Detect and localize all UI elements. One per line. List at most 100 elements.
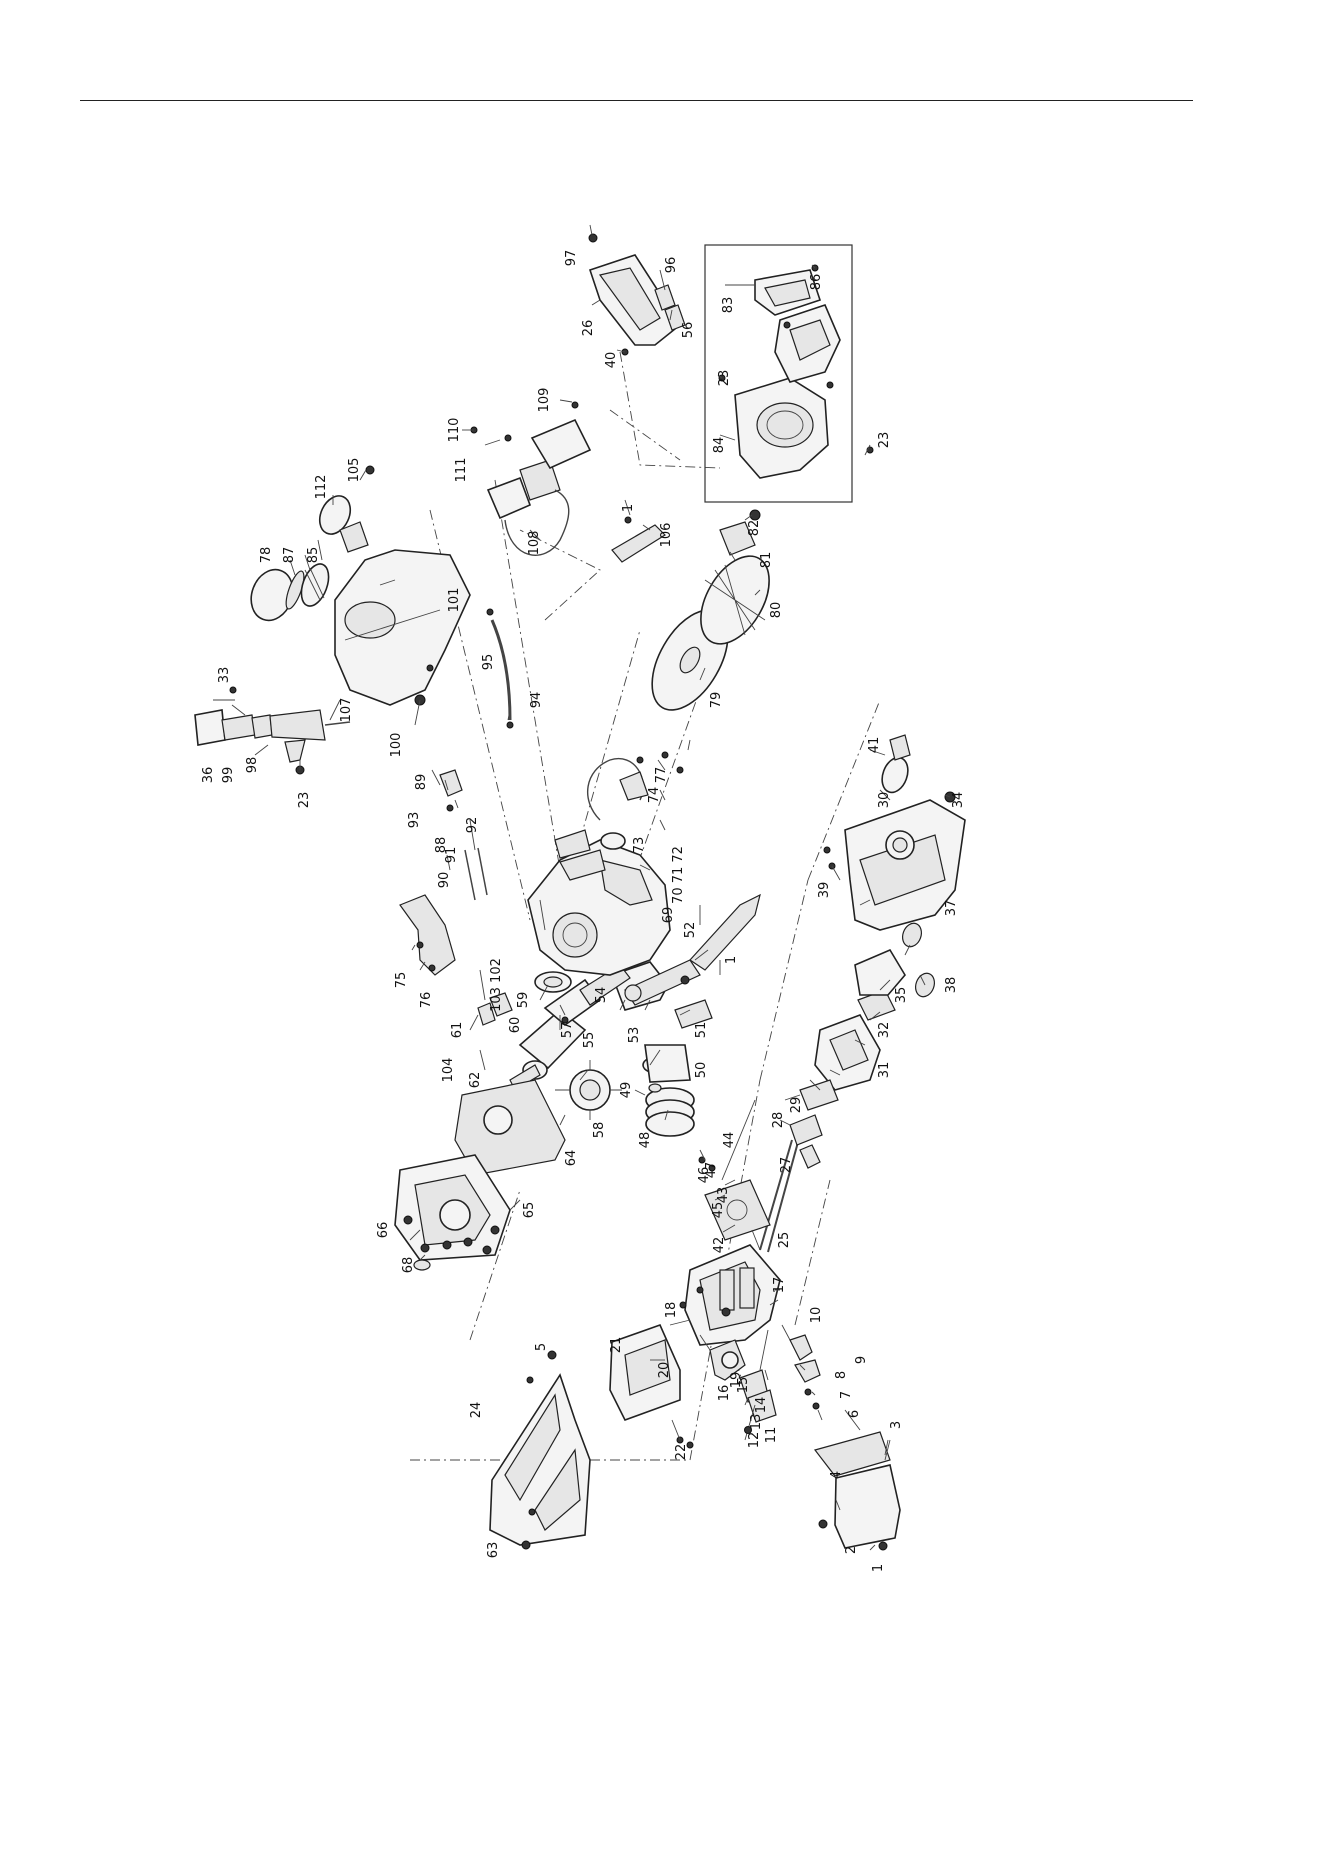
control-box-part [823, 734, 966, 931]
part-label-66: 66 [376, 1222, 391, 1239]
starter-pulley-part [719, 509, 761, 556]
part-label-69: 69 [661, 907, 676, 924]
camshaft-gear-part [555, 1060, 622, 1120]
governor-arm-parts [439, 769, 488, 901]
part-label-24: 24 [469, 1402, 484, 1419]
part-label-109: 109 [537, 388, 552, 413]
part-label-94: 94 [529, 692, 544, 709]
part-label-45: 45 [711, 1202, 726, 1219]
part-label-106: 106 [659, 523, 674, 548]
part-label-76: 76 [419, 992, 434, 1009]
recoil-starter-group-box [704, 244, 853, 503]
part-label-78: 78 [259, 547, 274, 564]
part-label-9: 9 [854, 1356, 869, 1364]
piston-group-parts [642, 999, 713, 1137]
part-label-15: 15 [736, 1377, 751, 1394]
part-label-36: 36 [201, 767, 216, 784]
bearing-part [534, 971, 572, 993]
part-label-96: 96 [664, 257, 679, 274]
part-label-30: 30 [877, 792, 892, 809]
part-label-57: 57 [560, 1022, 575, 1039]
part-label-29: 29 [789, 1097, 804, 1114]
part-label-13: 13 [749, 1414, 764, 1431]
part-label-51: 51 [694, 1022, 709, 1039]
part-label-73: 73 [632, 837, 647, 854]
part-label-38: 38 [944, 977, 959, 994]
part-label-47: 47 [704, 1162, 719, 1179]
part-label-1c: 1 [724, 956, 739, 964]
bracket-106-part [611, 516, 666, 563]
engine-block-part [527, 829, 671, 976]
part-label-48: 48 [638, 1132, 653, 1149]
part-label-34: 34 [951, 792, 966, 809]
oil-seal-73-part [600, 832, 626, 850]
part-label-101: 101 [447, 588, 462, 613]
part-label-2: 2 [844, 1546, 859, 1554]
part-label-62: 62 [468, 1072, 483, 1089]
part-label-56: 56 [681, 322, 696, 339]
part-label-10: 10 [809, 1307, 824, 1324]
part-label-4: 4 [829, 1471, 844, 1479]
part-label-99: 99 [221, 767, 236, 784]
part-label-85: 85 [306, 547, 321, 564]
part-label-25: 25 [777, 1232, 792, 1249]
dipstick-assembly-part [194, 686, 351, 775]
part-label-37: 37 [944, 900, 959, 917]
part-label-110: 110 [447, 418, 462, 443]
part-label-18: 18 [664, 1302, 679, 1319]
part-label-103102: 103 102 [489, 958, 504, 1012]
oil-seal-part [413, 1259, 431, 1271]
valve-train-parts [739, 1329, 821, 1441]
part-label-75: 75 [394, 972, 409, 989]
muffler-shield-part [609, 1323, 681, 1421]
head-gasket-part [704, 1179, 771, 1241]
crankcase-cover-part [394, 1154, 511, 1261]
part-label-3: 3 [889, 1421, 904, 1429]
part-label-14: 14 [754, 1397, 769, 1414]
part-label-88: 88 [434, 837, 449, 854]
part-label-6: 6 [847, 1410, 862, 1418]
part-label-68: 68 [401, 1257, 416, 1274]
part-label-82: 82 [747, 520, 762, 537]
part-label-49: 49 [619, 1082, 634, 1099]
part-label-53: 53 [627, 1027, 642, 1044]
part-label-65: 65 [522, 1202, 537, 1219]
part-label-84: 84 [712, 437, 727, 454]
part-label-19: 19 [729, 1372, 744, 1389]
control-bracket-part [588, 233, 686, 356]
part-label-89: 89 [414, 774, 429, 791]
part-label-83: 83 [721, 297, 736, 314]
fuel-tank-part [334, 549, 471, 706]
part-label-31: 31 [877, 1062, 892, 1079]
part-label-11: 11 [764, 1427, 779, 1444]
exhaust-flange-part [709, 1339, 746, 1381]
part-label-22: 22 [674, 1444, 689, 1461]
ignition-coil-part [586, 756, 649, 821]
part-label-60: 60 [508, 1017, 523, 1034]
fuel-hose-part [486, 608, 514, 729]
part-label-58: 58 [592, 1122, 607, 1139]
part-label-35: 35 [894, 987, 909, 1004]
governor-gear-parts [477, 992, 513, 1026]
part-label-111: 111 [454, 458, 469, 483]
part-label-23c: 23 [877, 432, 892, 449]
part-label-97: 97 [564, 250, 579, 267]
part-label-50: 50 [694, 1062, 709, 1079]
part-label-74: 74 [647, 787, 662, 804]
breather-bracket-part [680, 893, 761, 985]
crankcase-gasket-part [454, 1079, 566, 1176]
crankshaft-part [509, 964, 631, 1091]
part-label-92: 92 [465, 817, 480, 834]
part-label-77: 77 [654, 767, 669, 784]
part-label-64: 64 [564, 1150, 579, 1167]
part-label-43: 43 [716, 1187, 731, 1204]
part-label-39: 39 [817, 882, 832, 899]
part-label-59: 59 [516, 992, 531, 1009]
leader-lines [213, 224, 951, 1551]
recoil-starter-housing-part [734, 377, 829, 479]
part-number-labels: 1112345678910111213141516171819202122232… [201, 250, 966, 1572]
part-label-52: 52 [683, 922, 698, 939]
part-label-33: 33 [217, 667, 232, 684]
part-label-87: 87 [282, 547, 297, 564]
